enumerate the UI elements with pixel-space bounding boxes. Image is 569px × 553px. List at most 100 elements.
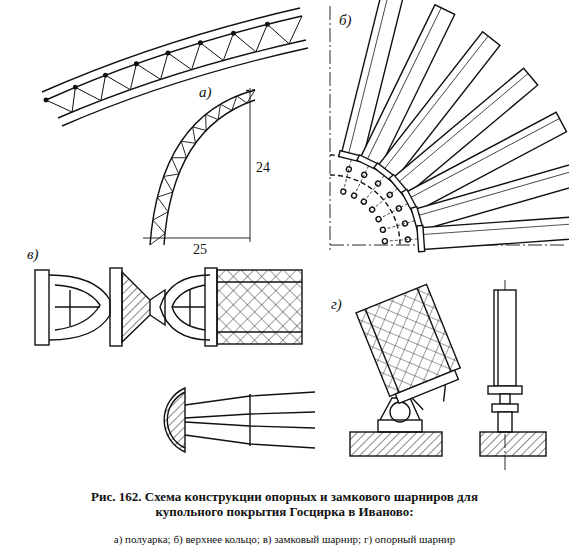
tube-outline [421, 216, 569, 250]
bolt-hole [361, 172, 368, 179]
truss-web [256, 24, 268, 52]
bolt-hole [360, 198, 367, 205]
tube-axis [388, 220, 419, 229]
arch-web [153, 212, 168, 220]
hinge-rib [55, 306, 100, 307]
pedestal [350, 432, 442, 456]
arch-web [193, 127, 206, 131]
truss-detail [42, 8, 308, 126]
caption-legend: а) полуарка; б) верхнее кольцо; в) замко… [20, 533, 549, 545]
end-plate [205, 268, 217, 346]
figure-label: в) [26, 246, 40, 263]
bolt-hole [375, 216, 382, 223]
tube-axis [367, 173, 387, 198]
truss-node [104, 73, 108, 77]
arch-web [157, 192, 172, 197]
truss-chord [62, 48, 308, 126]
leader-line [244, 90, 255, 91]
axis-line [330, 6, 331, 250]
truss-node [74, 86, 78, 90]
truss-web [234, 33, 256, 52]
arch-web [247, 90, 255, 103]
hinge-shell [160, 275, 210, 340]
bolt-hole [402, 220, 408, 226]
bracket [498, 412, 512, 432]
upper-ring [330, 0, 569, 254]
hinge-shell [172, 285, 205, 330]
bolt-hole [351, 192, 358, 199]
truss-web [72, 87, 75, 112]
arch-web [150, 234, 165, 245]
hinge-shell [55, 285, 100, 330]
tube-flange [417, 225, 425, 251]
tube-edge [421, 223, 569, 235]
tube-axis [383, 202, 411, 217]
bolt-hole [340, 189, 346, 195]
arch-web [172, 157, 187, 158]
truss-web [130, 64, 136, 90]
truss-chord [217, 331, 302, 332]
end-plate [488, 386, 522, 394]
arch-web [153, 220, 165, 233]
support-hinge [350, 280, 546, 470]
bracket [412, 396, 423, 412]
tube-axis [376, 186, 401, 207]
figure-label: г) [330, 296, 343, 313]
beam-joint [249, 394, 250, 446]
truss-web [46, 100, 72, 112]
dimension: 25 [192, 242, 208, 257]
key-hinge [35, 268, 315, 452]
hinge-shell [49, 275, 110, 340]
figure-label: б) [338, 12, 353, 29]
tube-axis [345, 156, 353, 187]
arch-web [181, 141, 186, 157]
half-arch [143, 88, 255, 245]
ring-outline [330, 175, 400, 245]
truss-node [135, 62, 139, 66]
end-plate [35, 270, 49, 345]
arch-web [205, 114, 206, 130]
figure-label: а) [198, 84, 213, 101]
arch-chord [150, 90, 255, 245]
arch-web [157, 197, 168, 212]
radial-tube [381, 214, 569, 255]
arch-web [237, 96, 247, 103]
truss-chord [365, 309, 399, 392]
base-plate [492, 404, 518, 412]
bolt-hole [369, 206, 376, 213]
dimension: 24 [255, 160, 271, 175]
dimension-line [250, 88, 251, 242]
truss-end [217, 270, 302, 344]
wedge-piece [150, 290, 165, 325]
arch-web [164, 176, 173, 192]
truss-node [44, 98, 48, 102]
truss-chord [417, 288, 451, 371]
truss-web [161, 53, 168, 79]
bracket [438, 385, 451, 402]
truss-web [223, 33, 233, 60]
arch-web [193, 127, 196, 143]
bolt-hole [405, 237, 410, 242]
bolt-hole [346, 166, 352, 172]
truss-node [166, 51, 170, 55]
hinge-rib [69, 290, 70, 326]
truss-node [232, 31, 236, 35]
hinge-rib [172, 306, 205, 307]
truss-chord [58, 40, 306, 118]
truss-web [192, 43, 201, 70]
bolt-hole [382, 238, 387, 243]
bolt-hole [375, 180, 382, 187]
bolt-hole [386, 191, 393, 198]
hinge-section [164, 388, 185, 452]
pedestal [480, 432, 546, 456]
truss-web [267, 24, 289, 44]
truss-web [168, 53, 192, 70]
truss-web [75, 87, 100, 100]
arch-web [220, 104, 231, 110]
truss-node [199, 41, 203, 45]
hinge-pin [500, 394, 510, 404]
wedge-piece [122, 272, 150, 342]
truss-web [136, 64, 160, 80]
end-plate [395, 370, 458, 403]
